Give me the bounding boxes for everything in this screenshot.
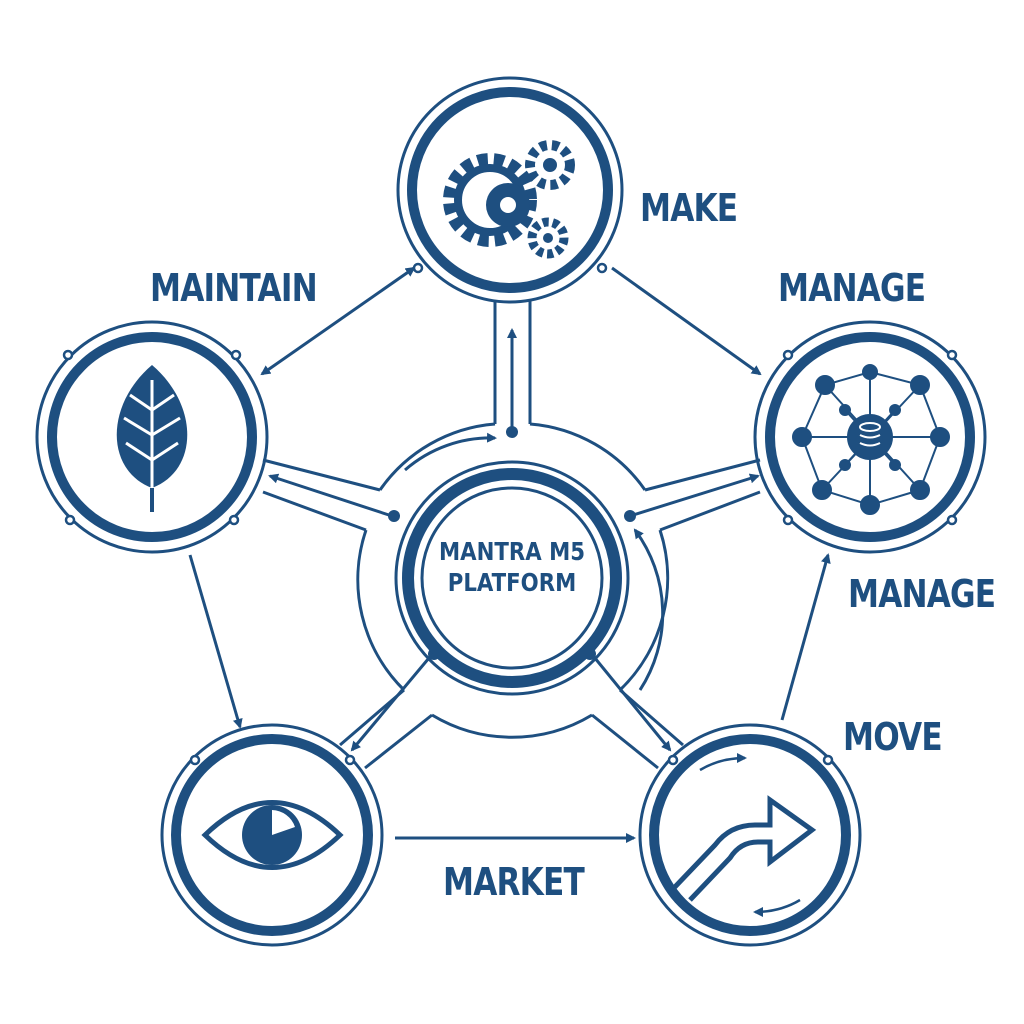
label-maintain: MAINTAIN (150, 266, 318, 310)
curved-arrow-icon (670, 753, 817, 917)
leaf-icon (116, 365, 188, 512)
center-outer-arcs (356, 422, 670, 739)
node-market[interactable] (160, 723, 384, 947)
label-market: MARKET (443, 860, 585, 904)
node-make[interactable] (396, 76, 624, 304)
center-label: MANTRA M5 PLATFORM (427, 536, 597, 598)
label-manage-secondary: MANAGE (848, 572, 996, 616)
node-maintain[interactable] (35, 320, 269, 554)
center-label-line1: MANTRA M5 (438, 537, 586, 566)
node-manage[interactable] (753, 320, 987, 554)
label-move: MOVE (843, 715, 943, 759)
label-manage: MANAGE (778, 266, 926, 310)
gears-icon (443, 140, 575, 259)
label-make: MAKE (640, 186, 738, 230)
spokes (262, 300, 761, 770)
eye-icon (201, 800, 344, 870)
connector-arrows (188, 266, 831, 843)
network-database-icon (792, 364, 950, 515)
center-node[interactable] (394, 460, 630, 696)
node-move[interactable] (638, 723, 862, 947)
center-label-line2: PLATFORM (447, 568, 577, 597)
